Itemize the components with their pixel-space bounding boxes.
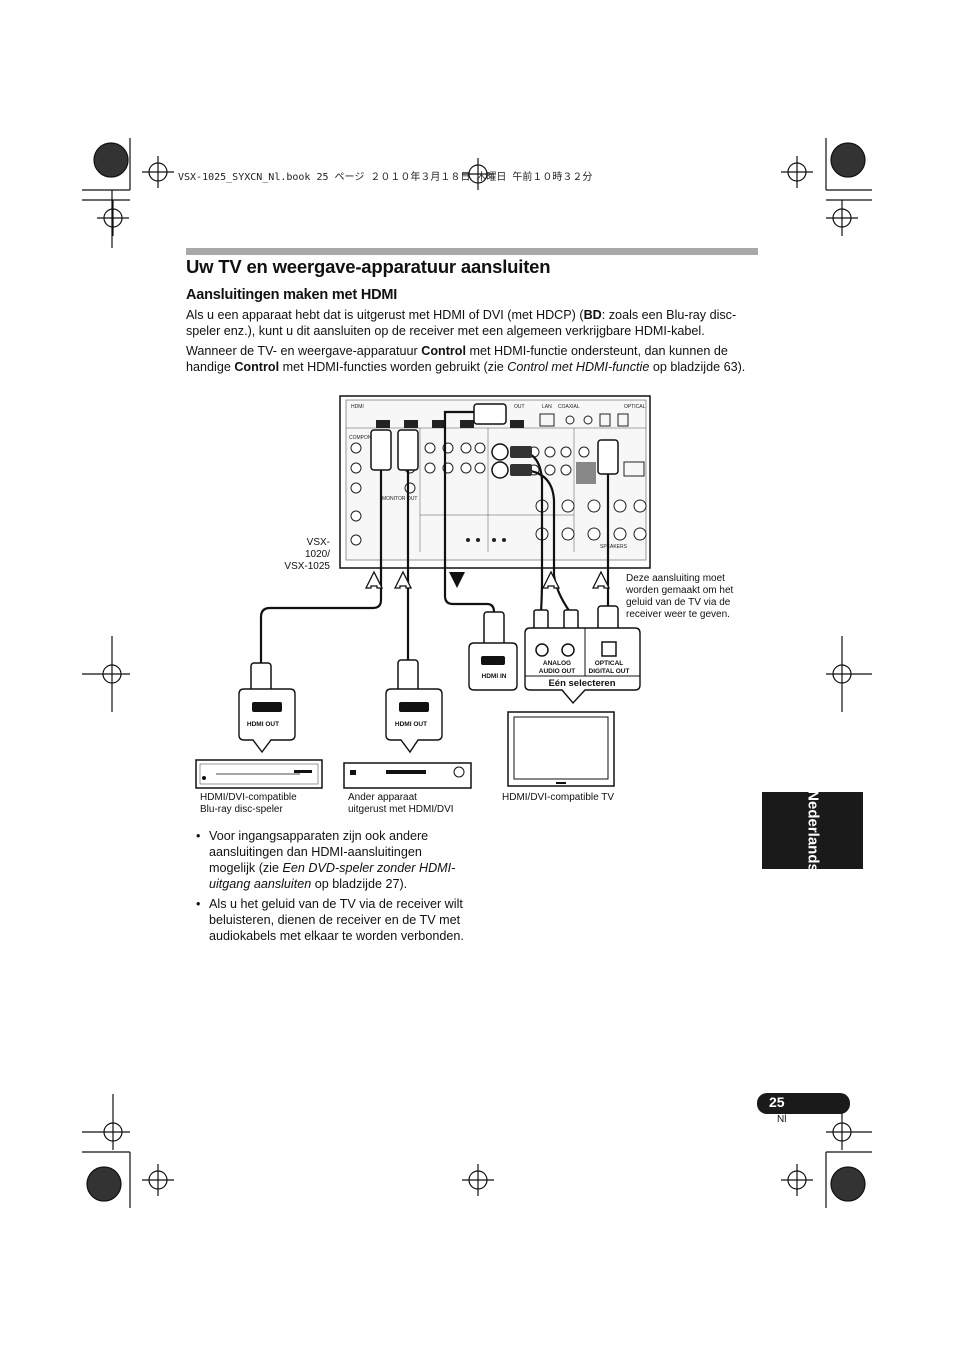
svg-text:HDMI IN: HDMI IN [482,673,507,680]
title-rule [186,248,758,255]
page-title: Uw TV en weergave-apparatuur aansluiten [186,256,551,277]
tv-label: HDMI/DVI-compatible TV [502,792,615,803]
svg-text:OUT: OUT [514,404,525,410]
svg-text:SPEAKERS: SPEAKERS [600,544,628,550]
intro-paragraph: Als u een apparaat hebt dat is uitgerust… [186,308,737,338]
bullet-list: Voor ingangsapparaten zijn ook andere aa… [196,828,471,948]
list-item: Als u het geluid van de TV via de receiv… [196,896,471,944]
page-number: 25 [757,1093,850,1114]
svg-text:ANALOG: ANALOG [543,660,571,667]
svg-text:OPTICAL: OPTICAL [595,660,624,667]
svg-text:AUDIO OUT: AUDIO OUT [539,668,576,675]
svg-text:HDMI OUT: HDMI OUT [247,721,279,728]
svg-text:HDMI: HDMI [351,404,364,410]
print-header: VSX-1025_SYXCN_Nl.book 25 ページ ２０１０年３月１８日… [178,172,593,183]
hdmi-plugs-panel [370,403,619,479]
language-side-tab: Nederlands [762,790,863,871]
section-title: Aansluitingen maken met HDMI [186,287,398,303]
list-item: Voor ingangsapparaten zijn ook andere aa… [196,828,471,892]
svg-text:MONITOR OUT: MONITOR OUT [382,496,417,502]
svg-text:DIGITAL OUT: DIGITAL OUT [589,668,630,675]
svg-text:LAN: LAN [542,404,552,410]
svg-text:COAXIAL: COAXIAL [558,404,580,410]
svg-text:OPTICAL: OPTICAL [624,404,646,410]
other-device [343,762,472,789]
control-paragraph: Wanneer de TV- en weergave-apparatuur Co… [186,344,746,374]
page-language: Nl [777,1114,787,1125]
tv-set [507,711,615,787]
svg-text:Eén selecteren: Eén selecteren [548,678,615,689]
model-label: VSX-1020/VSX-1025 [284,537,330,572]
svg-text:COMPONENT: COMPONENT [349,435,382,441]
svg-text:HDMI OUT: HDMI OUT [395,721,427,728]
bluray-player [195,759,323,789]
